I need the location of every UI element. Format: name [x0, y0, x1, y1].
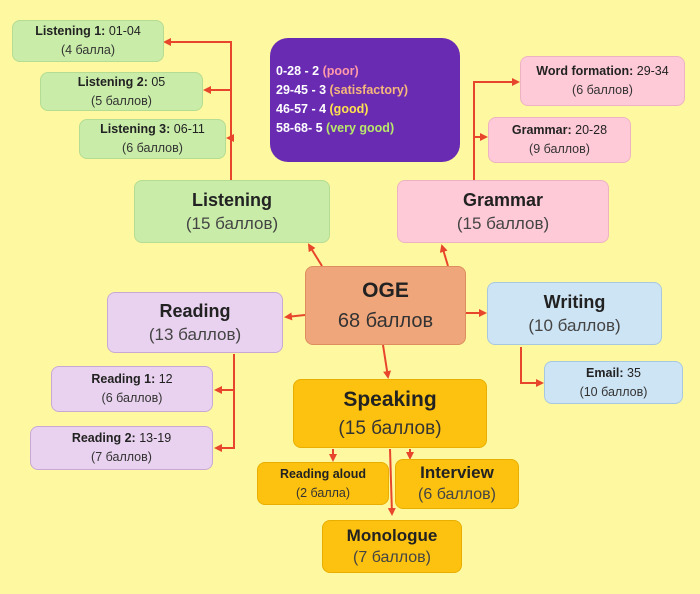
node-interview: Interview (6 баллов)	[395, 459, 519, 509]
node-grammar-task: Grammar: 20-28 (9 баллов)	[488, 117, 631, 163]
node-writing: Writing (10 баллов)	[487, 282, 662, 345]
arrow-oge-reading	[284, 312, 306, 321]
node-word-formation: Word formation: 29-34 (6 баллов)	[520, 56, 685, 106]
node-listening-2: Listening 2: 05 (5 баллов)	[40, 72, 203, 111]
legend-row: 46-57 - 4 (good)	[276, 102, 369, 116]
legend-label: (poor)	[322, 64, 359, 78]
node-reading-aloud: Reading aloud (2 балла)	[257, 462, 389, 505]
legend-label: (good)	[329, 102, 369, 116]
node-listening: Listening (15 баллов)	[134, 180, 330, 243]
node-oge: OGE 68 баллов	[305, 266, 466, 345]
arrow-speaking-monologue	[387, 448, 396, 516]
legend-label: (satisfactory)	[329, 83, 409, 97]
arrow-oge-listening	[307, 243, 323, 267]
arrow-oge-grammar	[439, 244, 449, 267]
node-listening-1: Listening 1: 01-04 (4 балла)	[12, 20, 164, 62]
node-email: Email: 35 (10 баллов)	[544, 361, 683, 404]
arrow-writing-email	[520, 347, 544, 387]
arrow-grammar-wordformation	[473, 78, 520, 180]
node-grammar: Grammar (15 баллов)	[397, 180, 609, 243]
score-legend: 0-28 - 2 (poor) 29-45 - 3 (satisfactory)…	[270, 38, 460, 162]
arrow-oge-speaking	[382, 344, 392, 379]
legend-row: 29-45 - 3 (satisfactory)	[276, 83, 409, 97]
node-reading-1: Reading 1: 12 (6 баллов)	[51, 366, 213, 412]
arrow-reading-2	[214, 354, 235, 452]
legend-row: 0-28 - 2 (poor)	[276, 64, 359, 78]
arrow-listening-1	[163, 38, 232, 180]
node-listening-3: Listening 3: 06-11 (6 баллов)	[79, 119, 226, 159]
node-reading-2: Reading 2: 13-19 (7 баллов)	[30, 426, 213, 470]
legend-row: 58-68- 5 (very good)	[276, 121, 395, 135]
node-speaking: Speaking (15 баллов)	[293, 379, 487, 448]
node-monologue: Monologue (7 баллов)	[322, 520, 462, 573]
legend-label: (very good)	[326, 121, 395, 135]
node-reading: Reading (13 баллов)	[107, 292, 283, 353]
